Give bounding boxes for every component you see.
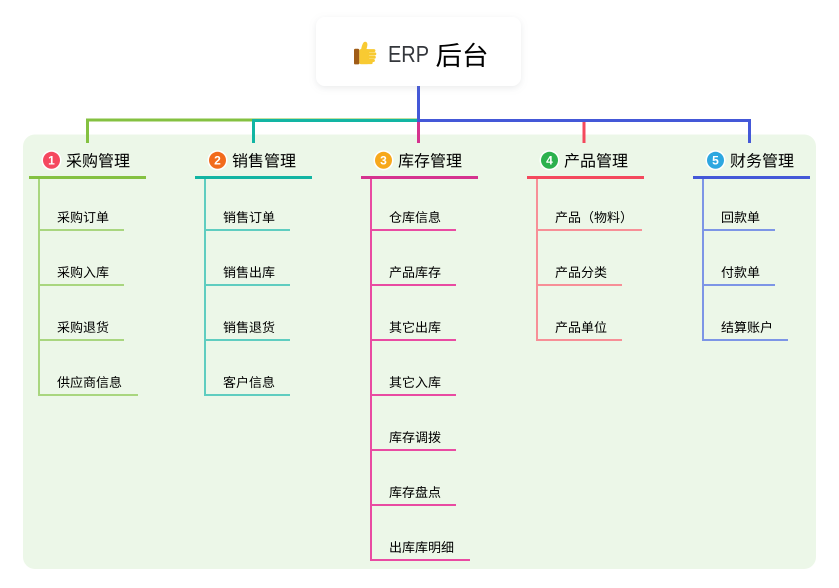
svg-text:2: 2: [214, 154, 221, 168]
svg-text:ERP: ERP: [388, 41, 429, 67]
svg-text:3: 3: [380, 154, 387, 168]
svg-text:5: 5: [712, 154, 719, 168]
svg-text:1: 1: [48, 154, 55, 168]
svg-text:4: 4: [546, 154, 553, 168]
